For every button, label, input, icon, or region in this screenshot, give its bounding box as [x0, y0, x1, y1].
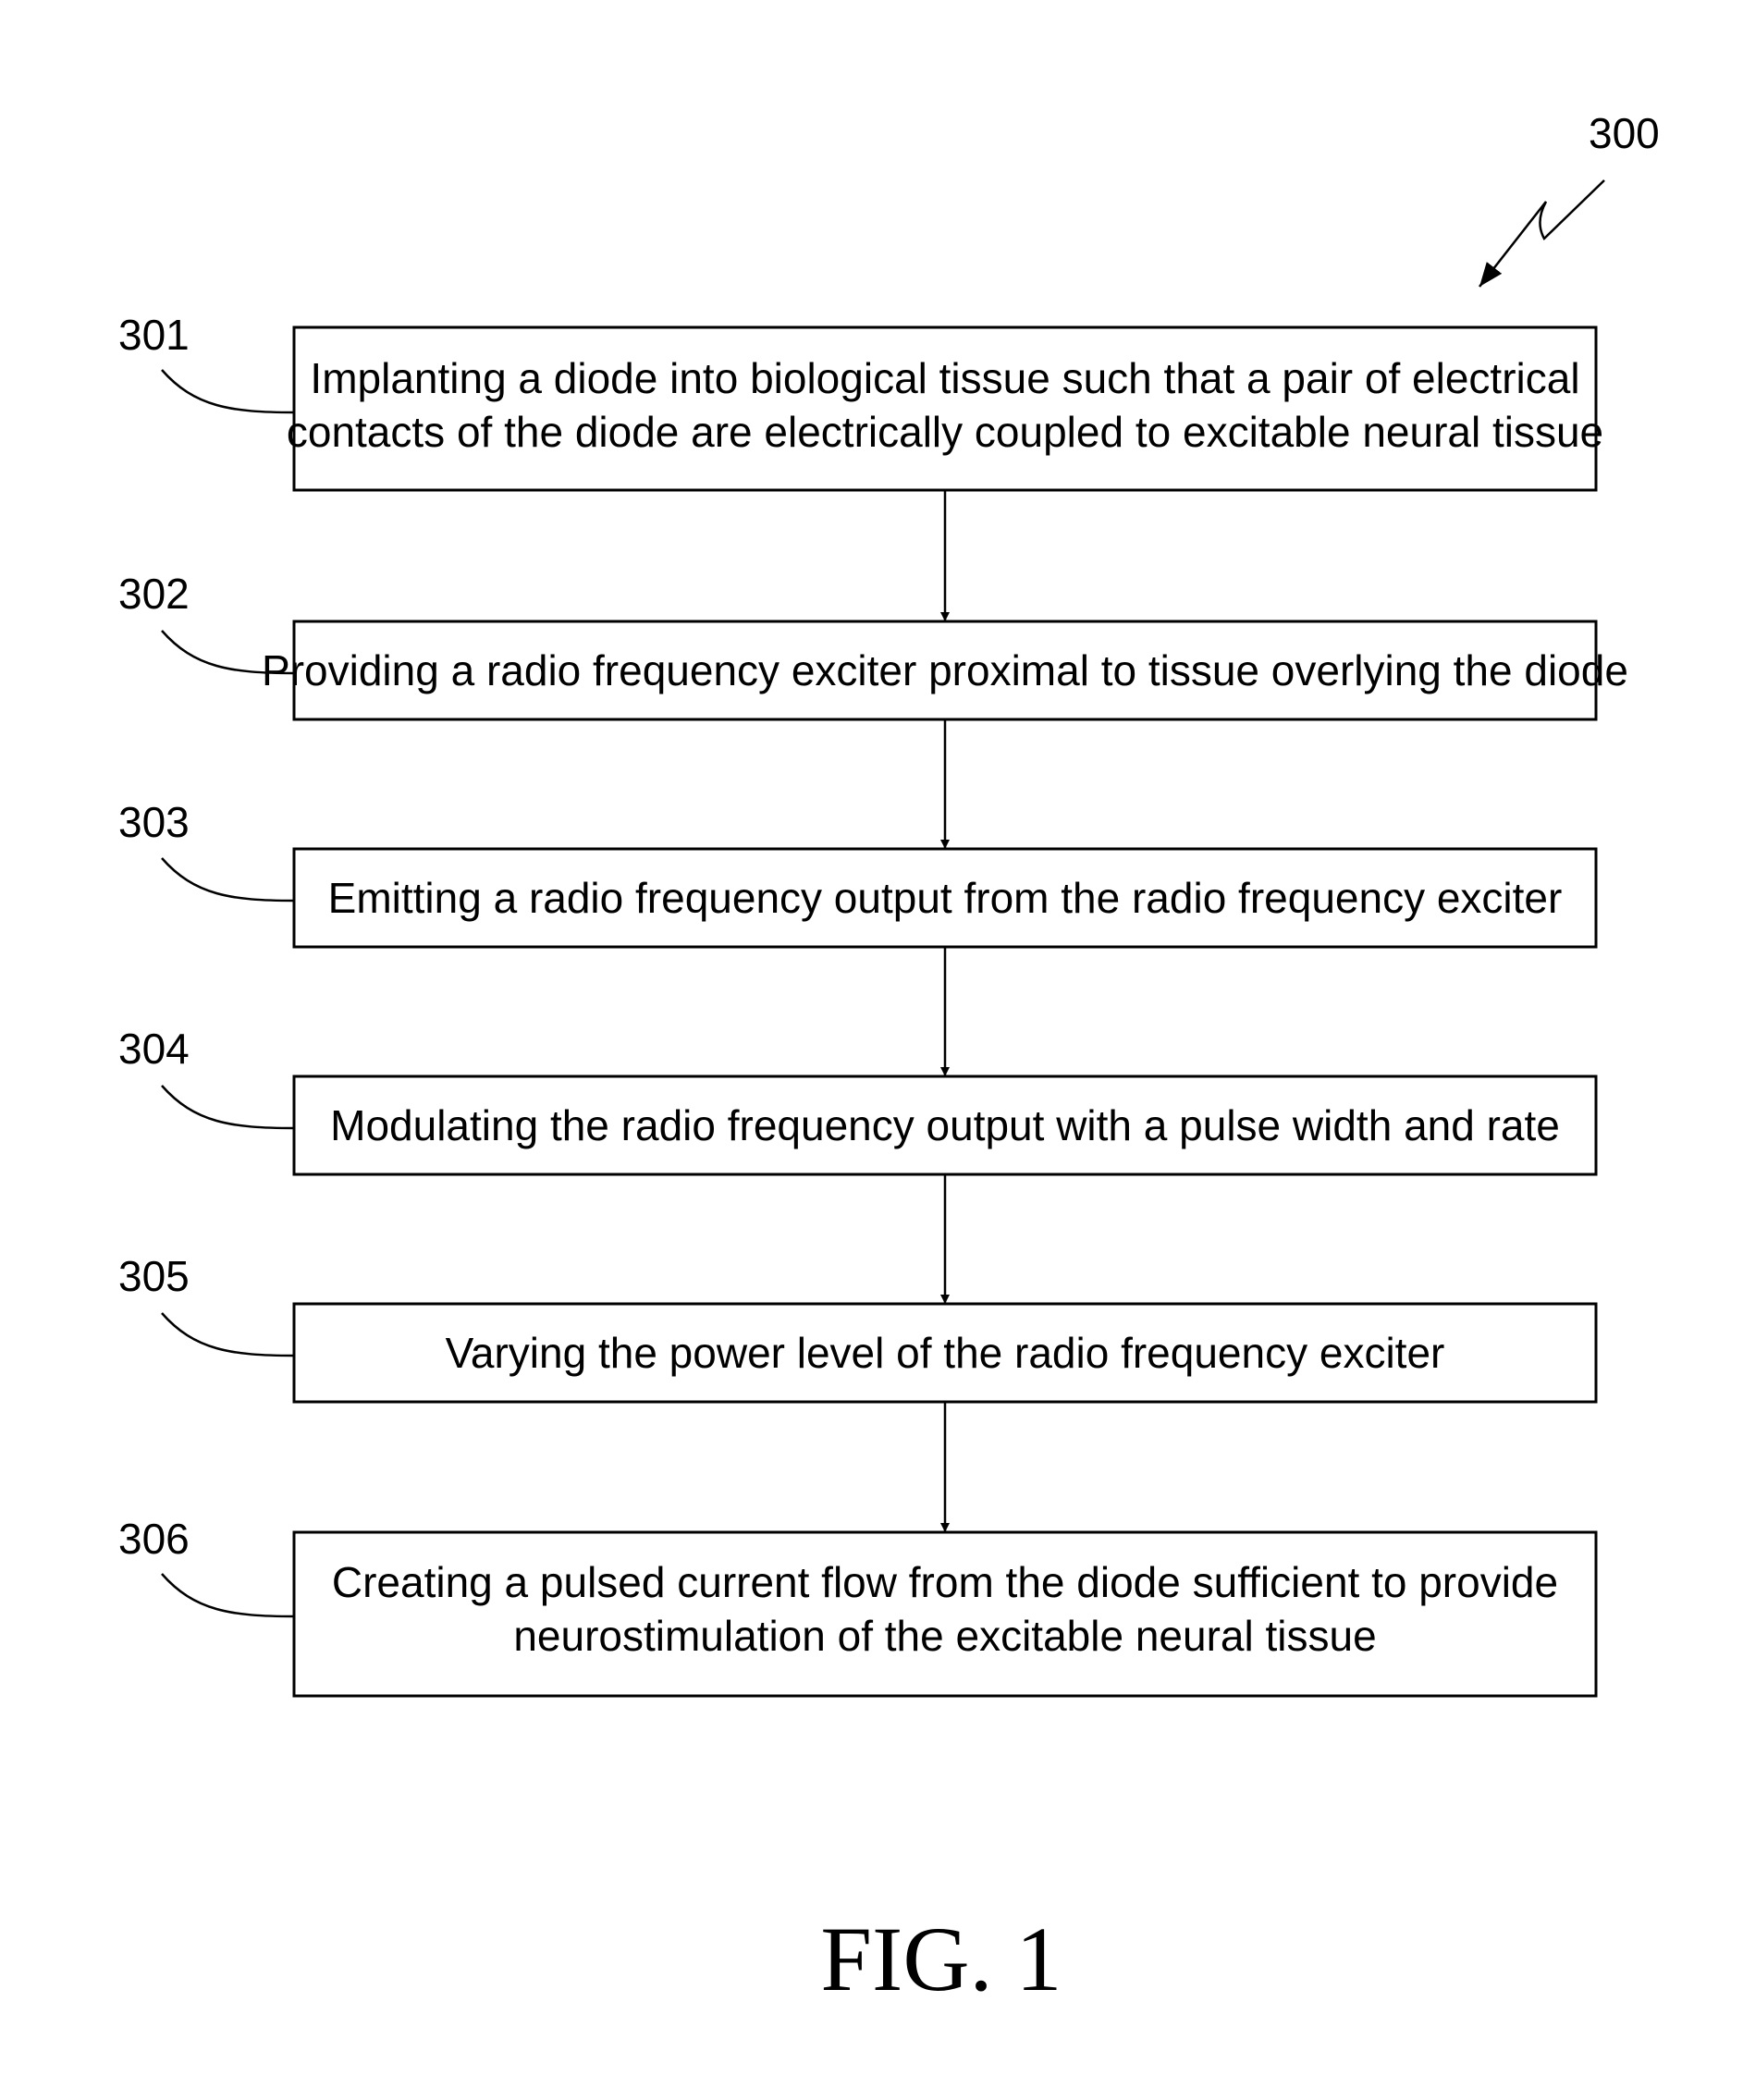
step-ref-leader	[162, 1313, 294, 1356]
step-ref-label: 301	[118, 311, 190, 359]
step-303: Emitting a radio frequency output from t…	[118, 798, 1596, 947]
step-text-line: Emitting a radio frequency output from t…	[328, 874, 1563, 922]
step-302: Providing a radio frequency exciter prox…	[118, 570, 1628, 719]
step-305: Varying the power level of the radio fre…	[118, 1252, 1596, 1402]
step-text-line: Modulating the radio frequency output wi…	[330, 1101, 1560, 1149]
step-text-line: Creating a pulsed current flow from the …	[332, 1558, 1558, 1606]
step-ref-leader	[162, 1086, 294, 1128]
step-ref-label: 302	[118, 570, 190, 618]
step-text-line: contacts of the diode are electrically c…	[287, 408, 1603, 456]
step-ref-leader	[162, 1574, 294, 1616]
step-text-line: Varying the power level of the radio fre…	[446, 1329, 1445, 1377]
step-ref-label: 306	[118, 1515, 190, 1563]
step-text-line: Implanting a diode into biological tissu…	[310, 354, 1579, 402]
step-text-line: neurostimulation of the excitable neural…	[513, 1612, 1376, 1660]
figure-caption: FIG. 1	[820, 1908, 1062, 2010]
step-304: Modulating the radio frequency output wi…	[118, 1025, 1596, 1174]
step-ref-leader	[162, 370, 294, 412]
step-ref-label: 304	[118, 1025, 190, 1073]
steps-layer: Implanting a diode into biological tissu…	[118, 311, 1628, 1696]
step-ref-label: 303	[118, 798, 190, 846]
step-ref-label: 305	[118, 1252, 190, 1300]
step-301: Implanting a diode into biological tissu…	[118, 311, 1603, 490]
figure-reference-arrow	[1479, 180, 1604, 287]
step-ref-leader	[162, 858, 294, 901]
step-text-line: Providing a radio frequency exciter prox…	[262, 646, 1628, 694]
step-306: Creating a pulsed current flow from the …	[118, 1515, 1596, 1696]
figure-reference-label: 300	[1589, 109, 1660, 157]
